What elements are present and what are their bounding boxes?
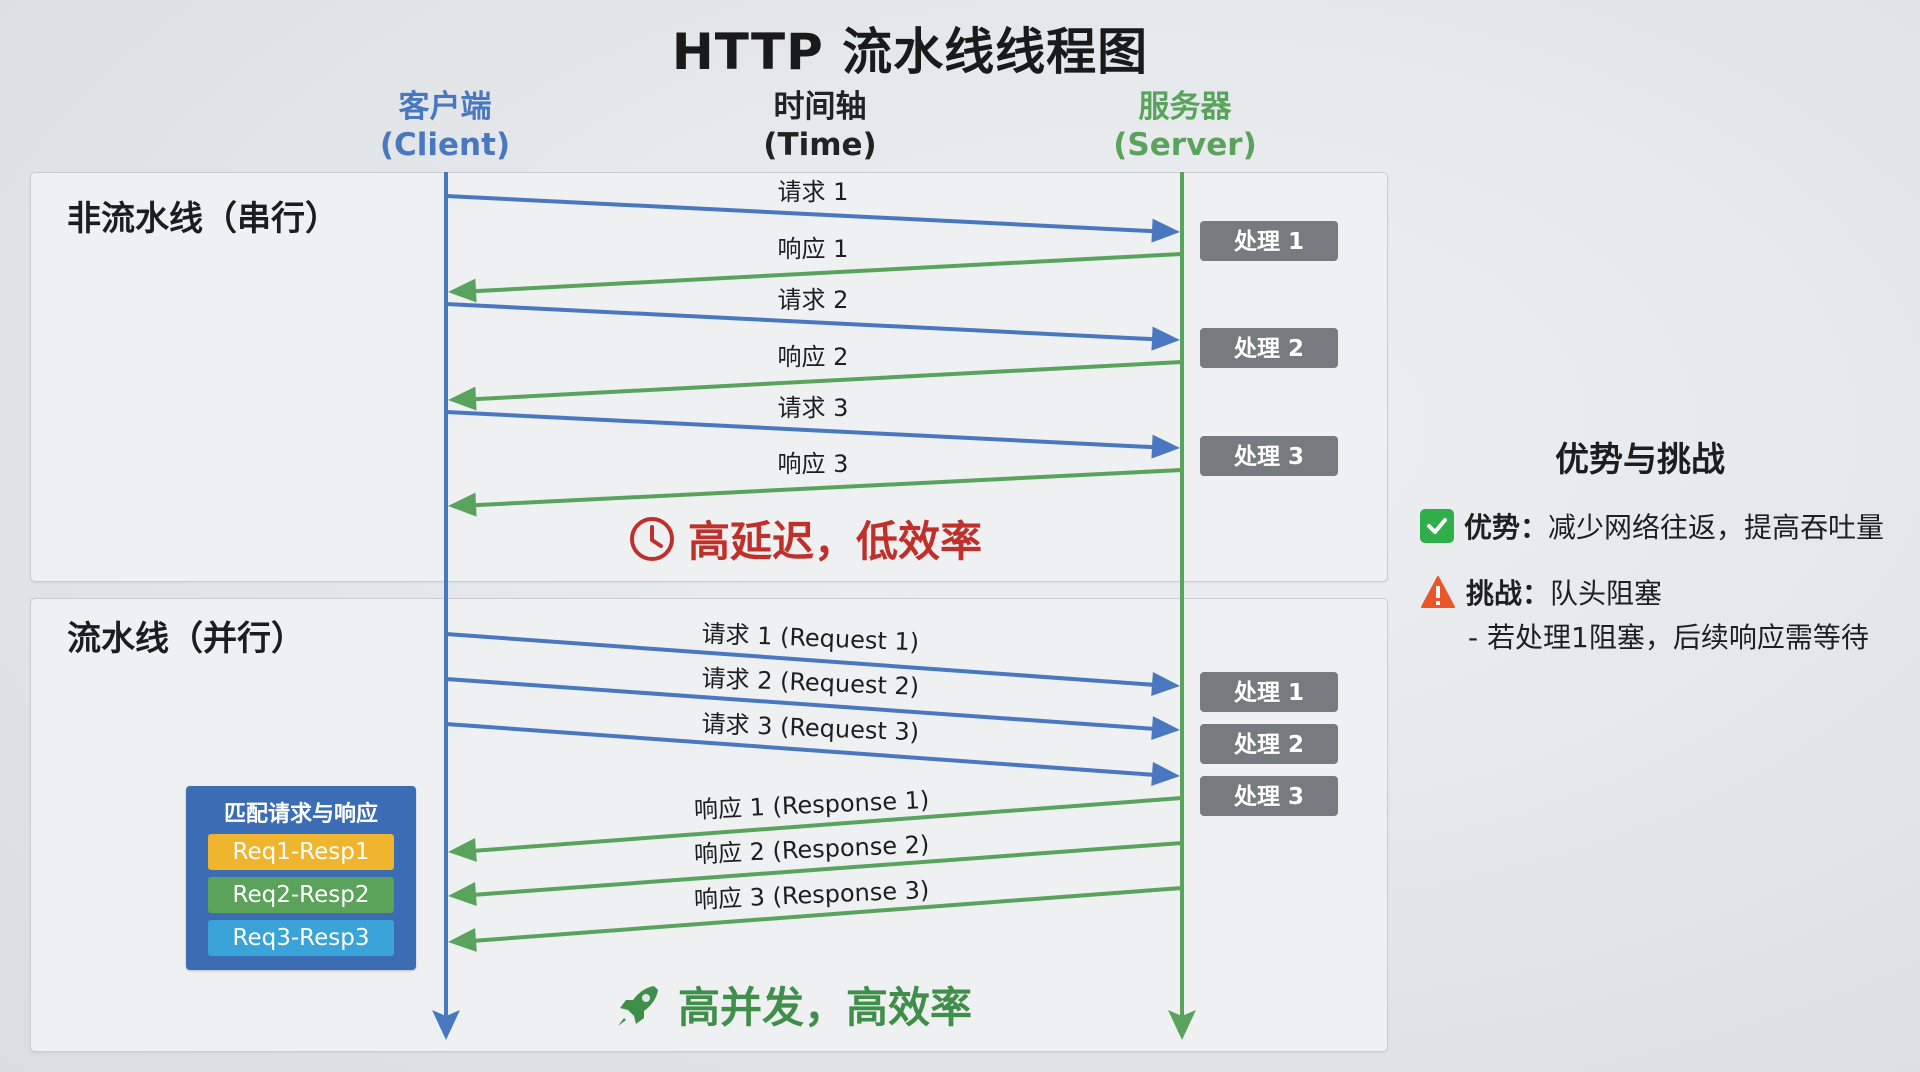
pipeline-processing-2-box (1200, 724, 1338, 764)
client-timeline-arrowhead (432, 1010, 460, 1040)
client-header-label: 客户端 (398, 89, 492, 125)
server-header-sublabel: (Server) (1113, 127, 1257, 163)
challenge-text: 队头阻塞 (1550, 577, 1663, 610)
pipeline-panel-title: 流水线（并行） (67, 619, 305, 659)
pipeline-request-3-line (445, 722, 1171, 778)
clock-icon (630, 516, 674, 561)
serial-response-2-arrowhead (448, 386, 477, 411)
serial-message-label-1: 请求 1 (778, 178, 849, 206)
pipeline-processing-1-label: 处理 1 (1233, 680, 1304, 706)
advantage-label: 优势： (1464, 511, 1549, 544)
warning-icon (1421, 576, 1455, 608)
serial-response-1-line (457, 252, 1183, 294)
serial-processing-2-box (1200, 328, 1338, 368)
pipeline-verdict: 高并发，高效率 (612, 974, 972, 1035)
advantage-line: 优势：减少网络往返，提高吞吐量 (1420, 506, 1884, 546)
matching-legend: 匹配请求与响应 Req1-Resp1 Req2-Resp2 Req3-Resp3 (186, 786, 416, 970)
pair-req3-resp3: Req3-Resp3 (208, 920, 394, 956)
serial-processing-1-label: 处理 1 (1233, 229, 1304, 255)
challenge-line: 挑战：队头阻塞 (1420, 572, 1662, 612)
serial-response-3-line (457, 468, 1183, 508)
pair-req1-resp1: Req1-Resp1 (208, 834, 394, 870)
serial-request-2-arrowhead (1151, 326, 1180, 351)
pipeline-processing-3-label: 处理 3 (1233, 784, 1304, 810)
serial-panel: 非流水线（串行） (30, 172, 1388, 582)
serial-panel-title: 非流水线（串行） (67, 199, 339, 239)
serial-processing-1: 处理 1 (1200, 221, 1338, 261)
serial-message-label-5: 请求 3 (778, 394, 849, 422)
serial-verdict: 高延迟，低效率 (628, 508, 982, 569)
client-header-sublabel: (Client) (379, 127, 511, 163)
matching-legend-title: 匹配请求与响应 (223, 802, 378, 827)
page-title: HTTP 流水线线程图 (671, 23, 1149, 81)
pipeline-processing-1: 处理 1 (1200, 672, 1338, 712)
pipeline-response-1-arrowhead (448, 837, 477, 862)
pipeline-request-1-line (445, 632, 1171, 688)
client-column-header: 客户端 (Client) (345, 88, 545, 164)
pipeline-processing-3-box (1200, 776, 1338, 816)
pipeline-response-2-arrowhead (448, 882, 477, 906)
pipeline-request-2-line (445, 677, 1171, 732)
serial-message-label-2: 响应 1 (778, 235, 849, 263)
pipeline-request-1-arrowhead (1151, 672, 1180, 696)
server-column-header: 服务器 (Server) (1085, 88, 1285, 164)
serial-response-3-arrowhead (448, 492, 477, 517)
serial-message-label-4: 响应 2 (778, 343, 849, 371)
time-column-header: 时间轴 (Time) (720, 88, 920, 164)
advantage-text: 减少网络往返，提高吞吐量 (1548, 511, 1885, 544)
sidebar-title: 优势与挑战 (1555, 440, 1725, 480)
pipeline-processing-2: 处理 2 (1200, 724, 1338, 764)
pipeline-response-2-line (457, 841, 1183, 898)
challenge-label: 挑战： (1466, 577, 1551, 610)
serial-processing-2: 处理 2 (1200, 328, 1338, 368)
server-timeline-arrowhead (1168, 1010, 1196, 1040)
pipeline-processing-2-label: 处理 2 (1233, 732, 1304, 758)
serial-processing-3: 处理 3 (1200, 436, 1338, 476)
rocket-icon (618, 985, 658, 1026)
pipeline-request-3-arrowhead (1151, 762, 1180, 786)
pipeline-request-label-1: 请求 1 (Request 1) (701, 620, 920, 657)
check-icon (1420, 509, 1454, 543)
serial-request-3-line (445, 410, 1171, 450)
serial-processing-2-label: 处理 2 (1233, 336, 1304, 362)
server-header-label: 服务器 (1138, 89, 1232, 125)
serial-request-1-line (445, 194, 1171, 234)
pipeline-request-label-3: 请求 3 (Request 3) (701, 710, 920, 747)
time-header-sublabel: (Time) (763, 127, 877, 163)
serial-response-1-arrowhead (448, 278, 477, 303)
serial-processing-3-box (1200, 436, 1338, 476)
pipeline-request-2-arrowhead (1151, 716, 1180, 741)
pipeline-processing-1-box (1200, 672, 1338, 712)
serial-response-2-line (457, 360, 1183, 402)
serial-verdict-text: 高延迟，低效率 (688, 517, 983, 566)
pair-req2-resp2: Req2-Resp2 (208, 877, 394, 913)
pipeline-response-1-line (457, 796, 1183, 854)
serial-request-3-arrowhead (1151, 434, 1180, 459)
challenge-note: - 若处理1阻塞，后续响应需等待 (1468, 621, 1869, 654)
time-header-label: 时间轴 (773, 89, 867, 125)
pipeline-request-label-2: 请求 2 (Request 2) (701, 664, 920, 701)
pipeline-verdict-text: 高并发，高效率 (678, 983, 973, 1032)
pipeline-response-3-arrowhead (448, 927, 477, 952)
serial-request-2-line (445, 302, 1171, 342)
pipeline-processing-3: 处理 3 (1200, 776, 1338, 816)
serial-processing-3-label: 处理 3 (1233, 444, 1304, 470)
serial-message-label-6: 响应 3 (778, 450, 849, 478)
serial-processing-1-box (1200, 221, 1338, 261)
serial-message-label-3: 请求 2 (778, 286, 849, 314)
pipeline-response-3-line (457, 886, 1183, 944)
serial-request-1-arrowhead (1151, 218, 1180, 243)
